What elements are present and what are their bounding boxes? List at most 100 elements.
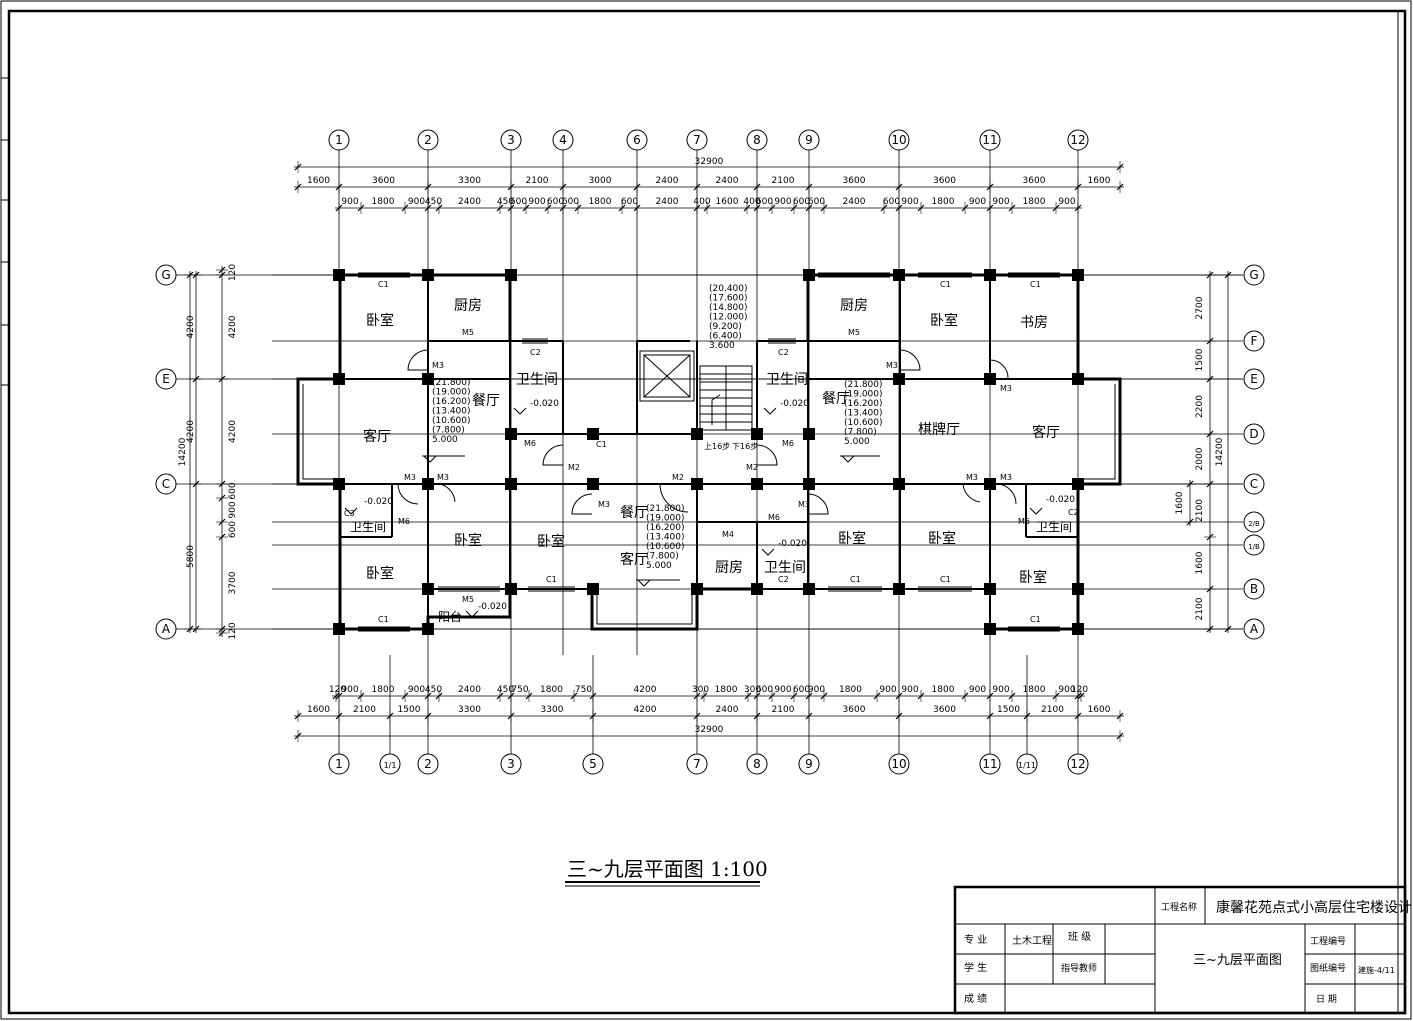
room-label: 厨房 bbox=[840, 298, 868, 314]
dim-text: 4200 bbox=[634, 705, 657, 715]
axis-label: 1 bbox=[335, 757, 343, 771]
dim-text: 120 bbox=[329, 685, 346, 695]
axis-bubble bbox=[417, 129, 439, 151]
room-label: 卧室 bbox=[366, 565, 394, 582]
door-tag: M6 bbox=[782, 439, 794, 448]
window-tag: C2 bbox=[778, 348, 789, 357]
window-tag: C3 bbox=[344, 509, 355, 518]
dim-text: 2100 bbox=[772, 705, 795, 715]
dim-text: 2100 bbox=[1195, 499, 1205, 522]
axis-bubble bbox=[1243, 534, 1265, 556]
door-tag: M3 bbox=[598, 500, 610, 509]
column bbox=[1072, 373, 1084, 385]
dim-text: 2100 bbox=[353, 705, 376, 715]
axis-label: A bbox=[1250, 622, 1259, 636]
axis-bubble bbox=[328, 753, 350, 775]
elevation-annotations: (21.800)(19.000)(16.200)(13.400)(10.600)… bbox=[432, 284, 883, 571]
dim-text: 400 bbox=[743, 197, 760, 207]
column bbox=[1072, 269, 1084, 281]
windows bbox=[358, 272, 1060, 632]
column bbox=[803, 269, 815, 281]
structural-columns bbox=[333, 269, 1084, 635]
axis-label: 9 bbox=[805, 133, 813, 147]
column bbox=[1072, 623, 1084, 635]
dim-text: 1800 bbox=[932, 197, 955, 207]
dim-text: 3300 bbox=[458, 176, 481, 186]
dim-text: 32900 bbox=[695, 725, 724, 735]
stair-up-note: 上16步 bbox=[704, 442, 730, 451]
level-text: (16.200) bbox=[646, 523, 685, 533]
room-label: 餐厅 bbox=[620, 505, 648, 521]
dim-text: 2100 bbox=[772, 176, 795, 186]
dim-text: 900 bbox=[969, 197, 986, 207]
dim-text: 3600 bbox=[843, 705, 866, 715]
window-tag: C1 bbox=[378, 280, 389, 289]
door-tag: M3 bbox=[886, 361, 898, 370]
level-text: (19.000) bbox=[844, 390, 883, 400]
level-text: (7.800) bbox=[844, 428, 877, 438]
axis-bubble bbox=[155, 368, 177, 390]
dim-text: 900 bbox=[408, 685, 425, 695]
axis-label: 1 bbox=[335, 133, 343, 147]
door-tag: M6 bbox=[398, 517, 410, 526]
column bbox=[422, 583, 434, 595]
dim-text: 600 bbox=[228, 521, 238, 538]
dim-text: 1500 bbox=[398, 705, 421, 715]
column bbox=[893, 373, 905, 385]
dim-text: 4200 bbox=[228, 420, 238, 443]
dim-text: 1600 bbox=[716, 197, 739, 207]
dim-text: 300 bbox=[692, 685, 709, 695]
column bbox=[893, 583, 905, 595]
axis-bubble bbox=[888, 129, 910, 151]
dim-text: 3600 bbox=[1023, 176, 1046, 186]
column bbox=[333, 269, 345, 281]
drawing-name: 三~九层平面图 bbox=[1193, 953, 1282, 968]
axis-label: 9 bbox=[805, 757, 813, 771]
level-text: (12.000) bbox=[709, 313, 748, 323]
axis-bubble bbox=[746, 753, 768, 775]
dim-text: 2400 bbox=[716, 176, 739, 186]
room-label: 卧室 bbox=[930, 312, 958, 329]
room-label: 客厅 bbox=[620, 551, 648, 568]
room-label: 厨房 bbox=[715, 560, 743, 576]
axis-bubble bbox=[1243, 368, 1265, 390]
left-margin-ticks bbox=[1, 77, 9, 386]
axis-bubble bbox=[888, 753, 910, 775]
axis-label: 3 bbox=[507, 133, 515, 147]
axis-bubble bbox=[417, 753, 439, 775]
axis-bubble bbox=[1016, 753, 1038, 775]
dim-text: 1600 bbox=[1175, 491, 1185, 514]
dim-text: 2100 bbox=[1195, 597, 1205, 620]
dim-text: 450 bbox=[497, 685, 514, 695]
axis-bubble bbox=[979, 129, 1001, 151]
title-block bbox=[953, 885, 1407, 1015]
axis-bubble bbox=[582, 753, 604, 775]
window-tag: C1 bbox=[546, 575, 557, 584]
room-label: 棋牌厅 bbox=[918, 421, 960, 438]
wet-area-levels: -0.020 -0.020 -0.020 -0.020 -0.020 -0.02… bbox=[364, 399, 1075, 612]
door-tag: M6 bbox=[524, 439, 536, 448]
column bbox=[803, 478, 815, 490]
column bbox=[587, 583, 599, 595]
axis-bubble bbox=[798, 129, 820, 151]
dim-text: 3300 bbox=[541, 705, 564, 715]
dim-text: 2400 bbox=[843, 197, 866, 207]
axis-bubble bbox=[155, 473, 177, 495]
drawing-no: 建施-4/11 bbox=[1358, 965, 1395, 975]
axis-bubble bbox=[746, 129, 768, 151]
dim-text: 600 bbox=[621, 197, 638, 207]
room-label: 卫生间 bbox=[764, 560, 806, 576]
door-window-tags: C1 C1 C1 C1 C1 C1 C1 C1 C1 C2 C2 C2 C2 C… bbox=[344, 280, 1079, 624]
axis-label: 11 bbox=[982, 133, 997, 147]
axis-label: 4 bbox=[559, 133, 567, 147]
dim-text: 900 bbox=[901, 685, 918, 695]
axis-label: 7 bbox=[693, 133, 701, 147]
dim-text: 1800 bbox=[839, 685, 862, 695]
column bbox=[984, 583, 996, 595]
column bbox=[505, 478, 517, 490]
level-text: (13.400) bbox=[432, 407, 471, 417]
dim-text: 900 bbox=[341, 685, 358, 695]
dim-text: 2400 bbox=[656, 197, 679, 207]
room-label: 卧室 bbox=[1019, 569, 1047, 586]
